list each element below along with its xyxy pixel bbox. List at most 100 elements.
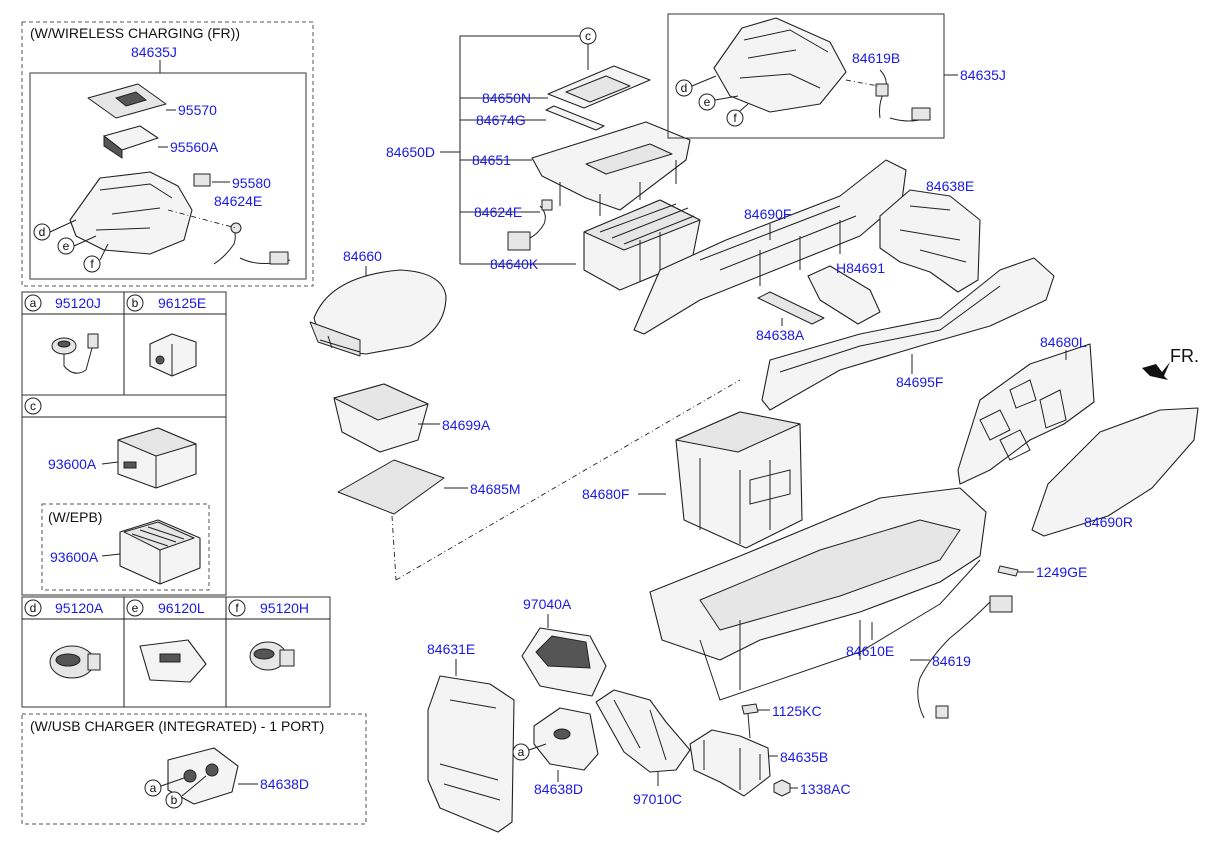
label-84699A[interactable]: 84699A <box>442 417 491 433</box>
panel-84680L[interactable] <box>957 343 1095 485</box>
label-84680L[interactable]: 84680L <box>1040 334 1087 350</box>
trim-84690F[interactable] <box>633 159 907 335</box>
panel-84690R[interactable] <box>1031 407 1199 537</box>
shift-assembly: 84650D c 84650N 84674G 84651 84624E 8464… <box>386 27 701 291</box>
label-84619[interactable]: 84619 <box>932 653 971 669</box>
label-84638A[interactable]: 84638A <box>756 327 805 343</box>
switch-table: a 95120J b 96125E c 93600A (W/EPB) 93600… <box>21 291 367 825</box>
label-84638E[interactable]: 84638E <box>926 178 974 194</box>
svg-text:e: e <box>132 601 139 615</box>
side-panels: 84680L 84690R <box>957 334 1199 537</box>
fr-label: FR. <box>1170 346 1199 366</box>
gasket-84674G[interactable] <box>545 105 605 131</box>
wireless-inner-box <box>29 72 307 280</box>
inset-84635J: 84635J 84619B d e f <box>667 13 1006 139</box>
label-84680F[interactable]: 84680F <box>582 486 629 502</box>
svg-text:a: a <box>518 745 525 759</box>
svg-text:c: c <box>585 29 591 43</box>
wireless-dashed-box <box>21 21 314 287</box>
usb-charger-84638D[interactable] <box>167 747 239 805</box>
usb-dashed-box <box>21 713 367 825</box>
svg-text:a: a <box>30 296 37 310</box>
label-84650D[interactable]: 84650D <box>386 144 435 160</box>
main-console: 84680F 84610E 1249GE 84619 <box>582 411 1087 719</box>
label-84685M[interactable]: 84685M <box>470 481 521 497</box>
charger-module-side <box>103 134 123 159</box>
label-97010C[interactable]: 97010C <box>633 791 682 807</box>
epb-dashed-box <box>41 503 210 591</box>
bracket-84635B[interactable] <box>689 729 771 797</box>
label-84619B[interactable]: 84619B <box>852 50 900 66</box>
label-95120H[interactable]: 95120H <box>260 600 309 616</box>
label-84660[interactable]: 84660 <box>343 248 382 264</box>
label-84638D-usb[interactable]: 84638D <box>260 776 309 792</box>
trim-84695F[interactable] <box>761 257 1055 411</box>
label-93600A-2[interactable]: 93600A <box>50 549 99 565</box>
svg-text:e: e <box>63 239 70 253</box>
inset-housing[interactable] <box>713 17 847 113</box>
harness-84624E[interactable] <box>507 231 531 251</box>
label-84640K[interactable]: 84640K <box>490 256 539 272</box>
label-84651[interactable]: 84651 <box>472 152 511 168</box>
label-84635J-top[interactable]: 84635J <box>131 44 177 60</box>
bezel-84638D[interactable] <box>533 707 599 771</box>
label-1125KC[interactable]: 1125KC <box>772 703 822 719</box>
bracket-H84691[interactable] <box>807 265 881 325</box>
label-84635B[interactable]: 84635B <box>780 749 828 765</box>
label-95120A[interactable]: 95120A <box>55 600 104 616</box>
harness-84619[interactable] <box>989 595 1013 613</box>
svg-text:e: e <box>704 95 711 109</box>
label-84635J-right[interactable]: 84635J <box>960 67 1006 83</box>
label-97040A[interactable]: 97040A <box>523 596 572 612</box>
svg-text:f: f <box>90 257 94 271</box>
label-84610E[interactable]: 84610E <box>846 643 894 659</box>
svg-text:d: d <box>681 81 688 95</box>
charging-coil <box>114 91 148 107</box>
label-1249GE[interactable]: 1249GE <box>1036 564 1087 580</box>
plate-84638A[interactable] <box>757 291 825 325</box>
wireless-title: (W/WIRELESS CHARGING (FR)) <box>30 25 240 41</box>
svg-text:d: d <box>30 601 37 615</box>
label-84638D[interactable]: 84638D <box>534 781 583 797</box>
label-84690F[interactable]: 84690F <box>744 206 791 222</box>
label-84624E-left[interactable]: 84624E <box>214 193 262 209</box>
connector-95580[interactable] <box>193 173 211 187</box>
label-84650N[interactable]: 84650N <box>482 90 531 106</box>
label-95560A[interactable]: 95560A <box>170 139 219 155</box>
label-84695F[interactable]: 84695F <box>896 374 943 390</box>
harness-plug <box>269 251 289 265</box>
label-96125E[interactable]: 96125E <box>158 295 206 311</box>
label-95120J[interactable]: 95120J <box>55 295 101 311</box>
epb-title: (W/EPB) <box>48 509 102 525</box>
wireless-charging-panel: (W/WIRELESS CHARGING (FR)) 84635J 95570 … <box>21 21 314 287</box>
label-93600A-1[interactable]: 93600A <box>48 456 97 472</box>
bolt-1125KC[interactable] <box>741 703 759 739</box>
label-95570[interactable]: 95570 <box>178 102 217 118</box>
bracket-84638E[interactable] <box>879 189 981 293</box>
screw-1249GE[interactable] <box>997 565 1019 577</box>
fr-arrow-icon <box>1142 362 1170 380</box>
cover-84631E[interactable] <box>427 675 515 833</box>
mat-84685M[interactable] <box>337 459 445 515</box>
duct-97010C[interactable] <box>595 689 691 773</box>
armrest-group: 84660 84699A 84685M <box>309 248 741 581</box>
label-1338AC[interactable]: 1338AC <box>800 781 851 797</box>
svg-text:b: b <box>171 793 178 807</box>
switch-96125E[interactable] <box>149 333 197 377</box>
usb-title: (W/USB CHARGER (INTEGRATED) - 1 PORT) <box>30 718 324 734</box>
label-84674G[interactable]: 84674G <box>476 112 526 128</box>
nut-1338AC[interactable] <box>773 779 791 797</box>
label-95580[interactable]: 95580 <box>232 175 271 191</box>
label-96120L[interactable]: 96120L <box>158 600 205 616</box>
label-H84691[interactable]: H84691 <box>836 260 885 276</box>
callout-e-1: e <box>57 235 97 255</box>
svg-text:b: b <box>132 296 139 310</box>
label-84624E-mid[interactable]: 84624E <box>474 204 522 220</box>
label-84690R[interactable]: 84690R <box>1084 514 1133 530</box>
svg-text:f: f <box>235 601 239 615</box>
callout-d-1: d <box>33 219 77 241</box>
wireless-housing[interactable] <box>69 171 193 255</box>
label-84631E[interactable]: 84631E <box>427 641 475 657</box>
